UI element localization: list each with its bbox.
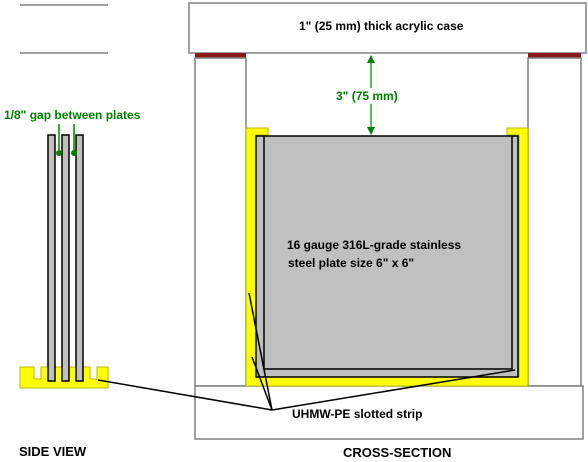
gap-marker-1 bbox=[56, 150, 62, 156]
strip-slot-outline bbox=[263, 136, 513, 370]
cross-section-caption: CROSS-SECTION bbox=[343, 445, 451, 460]
case-right-wall bbox=[527, 57, 582, 387]
gasket-left bbox=[195, 53, 246, 58]
clearance-label: 3" (75 mm) bbox=[336, 89, 398, 103]
strip-label: UHMW-PE slotted strip bbox=[292, 407, 422, 421]
gap-label: 1/8" gap between plates bbox=[4, 108, 141, 122]
case-label: 1" (25 mm) thick acrylic case bbox=[299, 19, 464, 33]
side-view-caption: SIDE VIEW bbox=[19, 444, 87, 459]
side-plate-1 bbox=[47, 134, 56, 382]
case-top-lid bbox=[188, 2, 587, 54]
cross-slotted-strip bbox=[245, 127, 529, 387]
strip-leader-right bbox=[271, 369, 516, 411]
side-plate-3 bbox=[75, 134, 84, 382]
cross-section: 1" (25 mm) thick acrylic case 16 gauge 3… bbox=[97, 2, 587, 460]
gasket-right bbox=[528, 53, 581, 58]
steel-plate bbox=[255, 135, 519, 378]
clearance-arrow-head-bottom bbox=[367, 127, 375, 135]
strip-leader-side bbox=[97, 379, 273, 411]
strip-leader-left bbox=[248, 292, 273, 411]
gap-marker-2 bbox=[71, 150, 77, 156]
case-left-wall bbox=[194, 57, 247, 387]
strip-leader-bottom bbox=[251, 356, 273, 411]
side-view: 1/8" gap between plates SIDE VIEW bbox=[4, 4, 141, 459]
clearance-arrow-head-top bbox=[367, 55, 375, 63]
plate-label-line2: steel plate size 6" x 6" bbox=[288, 256, 414, 270]
plate-label-line1: 16 gauge 316L-grade stainless bbox=[287, 238, 461, 252]
clearance-label-bg bbox=[334, 88, 408, 104]
side-plate-2 bbox=[61, 134, 70, 382]
case-bottom bbox=[194, 385, 584, 440]
